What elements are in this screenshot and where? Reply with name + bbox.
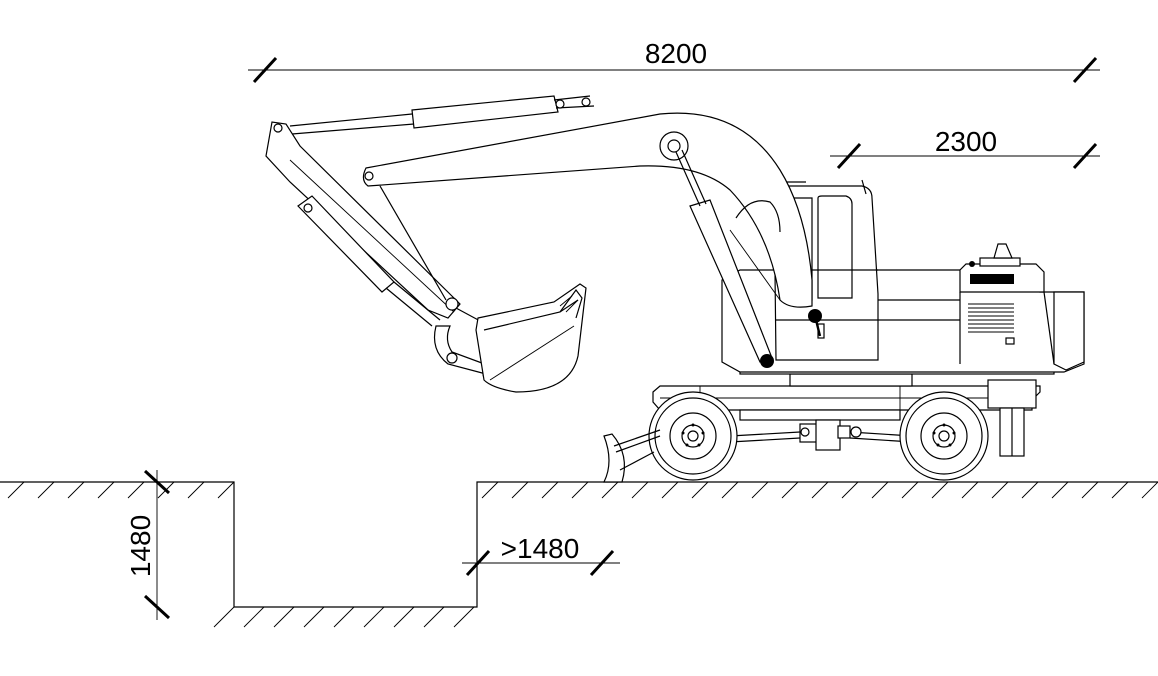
boom-cylinder bbox=[675, 149, 822, 368]
dimension-trench-depth: 1480 bbox=[125, 469, 171, 620]
bucket bbox=[475, 283, 587, 393]
dimension-overall-length: 8200 bbox=[248, 38, 1100, 84]
boom bbox=[362, 112, 813, 308]
tail-length-label: 2300 bbox=[935, 126, 997, 157]
arm-cylinder bbox=[289, 95, 595, 135]
trench-depth-label: 1480 bbox=[125, 515, 156, 577]
rear-stabilizer bbox=[987, 379, 1037, 457]
setback-label: >1480 bbox=[501, 533, 580, 564]
ground-hatching bbox=[7, 481, 1158, 628]
excavator bbox=[265, 95, 1085, 483]
rear-wheel bbox=[899, 391, 989, 481]
dimension-tail-length: 2300 bbox=[830, 126, 1100, 170]
bucket-cylinder bbox=[297, 195, 441, 327]
front-wheel bbox=[648, 391, 738, 481]
overall-length-label: 8200 bbox=[645, 38, 707, 69]
arm bbox=[265, 121, 461, 319]
ground-profile bbox=[0, 481, 1158, 628]
dozer-blade bbox=[603, 429, 661, 483]
drive-shaft bbox=[729, 419, 913, 451]
dimension-setback: >1480 bbox=[462, 533, 620, 577]
